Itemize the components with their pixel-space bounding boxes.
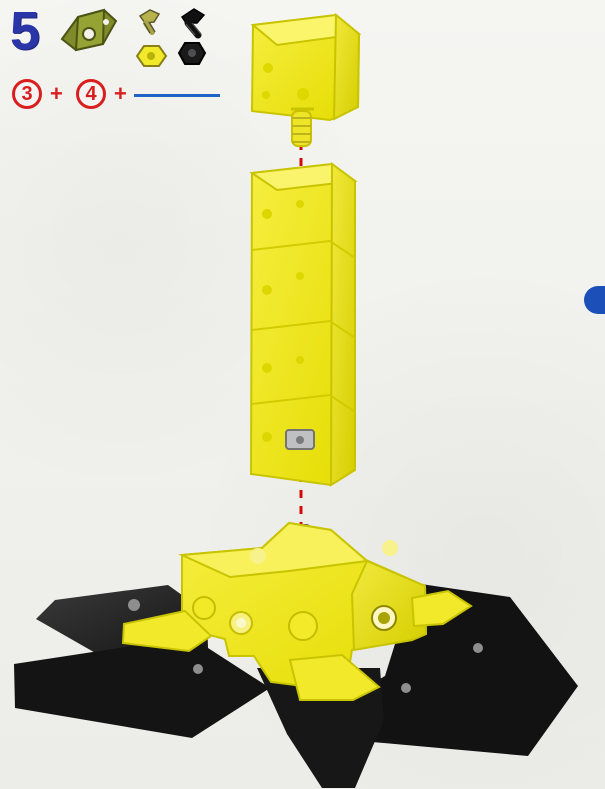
vertical-column bbox=[251, 164, 355, 485]
top-yellow-cap bbox=[252, 15, 359, 120]
top-connector-screw bbox=[292, 111, 311, 146]
